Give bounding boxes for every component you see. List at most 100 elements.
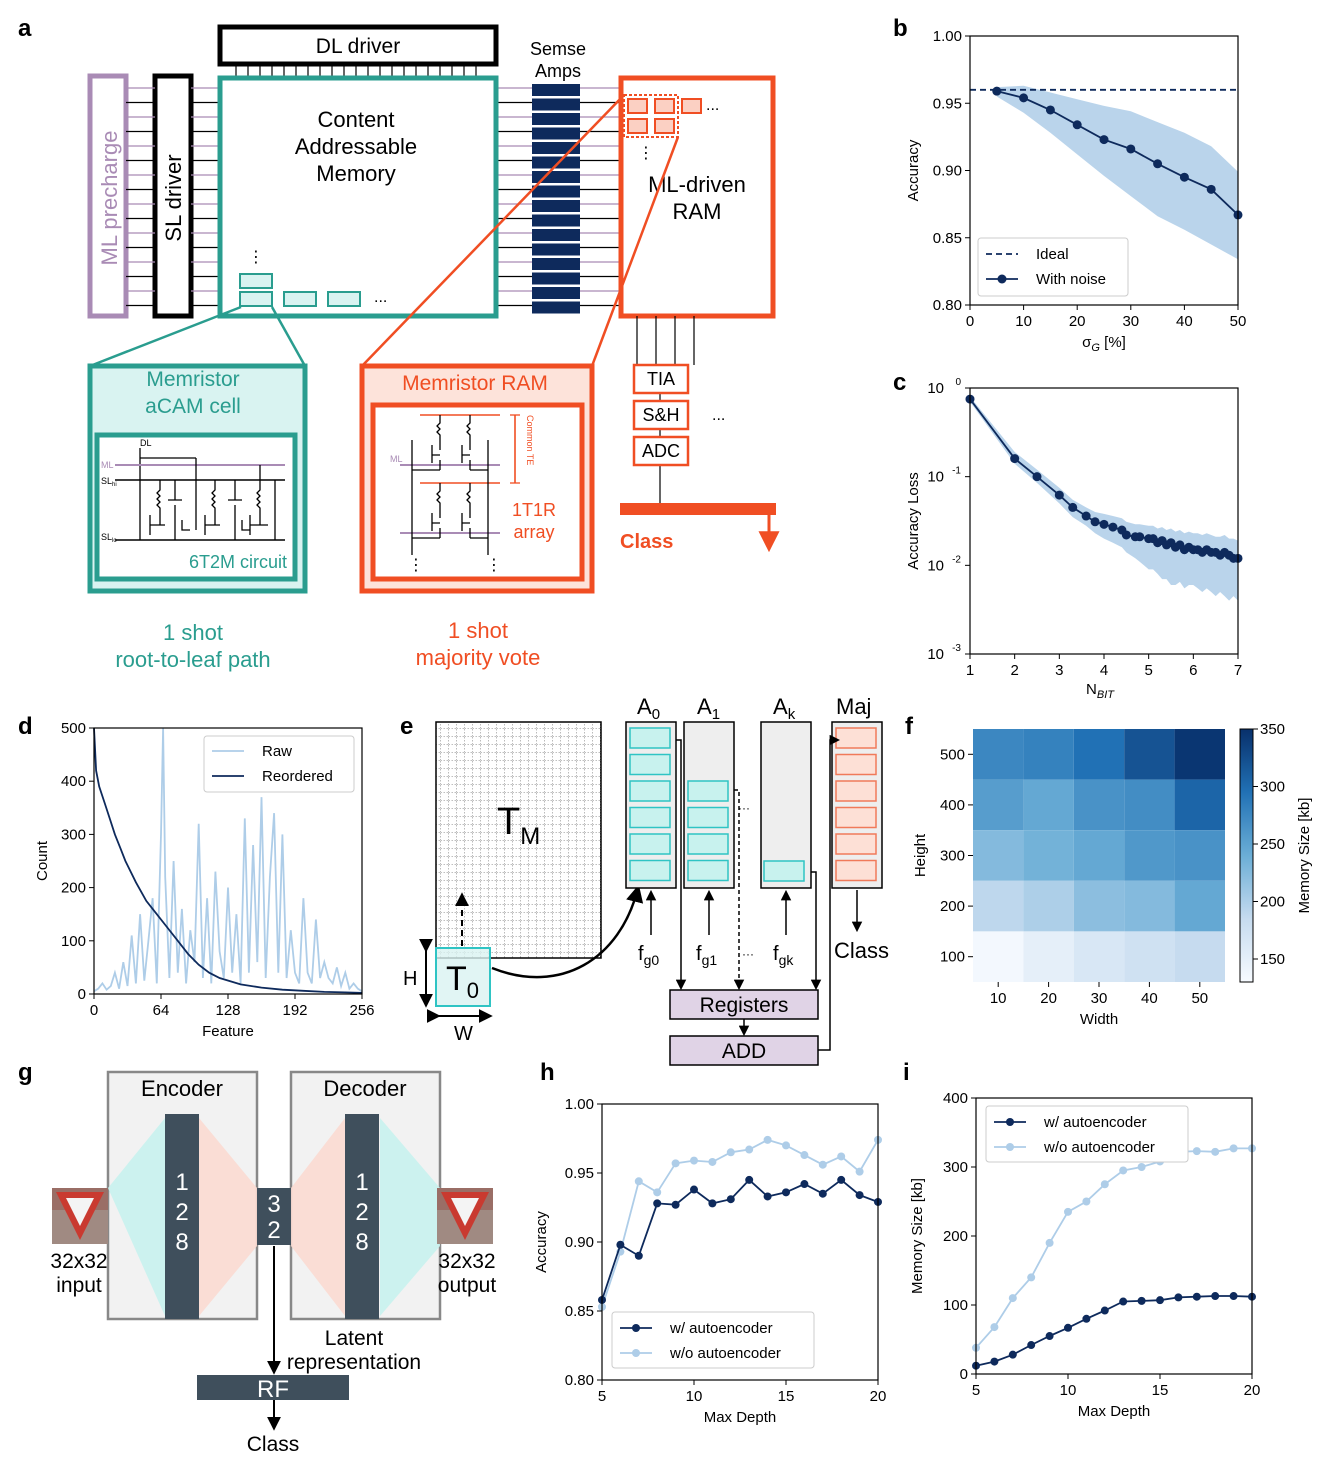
heatmap-cell [1023, 931, 1074, 982]
x-tick-label: 64 [153, 1002, 170, 1019]
zoom-line-ram [361, 94, 625, 367]
adc-box [632, 435, 690, 467]
legend-label: Raw [262, 743, 292, 760]
zoom-line-cam [270, 306, 307, 367]
x-tick-label: 50 [1230, 313, 1247, 330]
panel-label-i: i [903, 1059, 910, 1086]
acam-title-1: Memristor [146, 368, 239, 391]
data-point [1100, 1306, 1109, 1315]
acam-title-2: aCAM cell [145, 395, 241, 418]
class-label: Class [620, 531, 673, 553]
data-point [818, 1189, 827, 1198]
x-tick-label: 10 [990, 990, 1007, 1007]
data-point [671, 1200, 680, 1209]
legend-label: w/o autoencoder [1043, 1139, 1155, 1156]
panel-label-f: f [905, 713, 914, 740]
tia-box [632, 363, 690, 395]
ram-cell [654, 118, 675, 134]
y-tick-label: 0.90 [565, 1234, 594, 1251]
heatmap-cell [1174, 880, 1225, 932]
data-point [1008, 1294, 1017, 1303]
data-point [745, 1145, 754, 1154]
sh-label: S&H [642, 405, 679, 425]
e-arrows [645, 734, 863, 1051]
data-point [1099, 135, 1109, 145]
fg0-label: fg0 [638, 943, 659, 968]
y-tick-label: 500 [940, 746, 965, 763]
sense-amps-label-2: Amps [535, 61, 581, 81]
ram-label-2: RAM [673, 199, 722, 224]
data-point [1032, 472, 1042, 482]
a0-cell [629, 727, 671, 749]
x-tick-label: 30 [1091, 990, 1108, 1007]
y-tick-label: 400 [940, 797, 965, 814]
decoder-fan-in [291, 1118, 345, 1316]
x-tick-label: 0 [90, 1002, 98, 1019]
y-tick-label: 400 [61, 773, 86, 790]
data-point [653, 1199, 662, 1208]
x-tick-label: 20 [870, 1388, 887, 1405]
x-tick-label: 2 [1010, 662, 1018, 679]
series-line [975, 1147, 1252, 1349]
a0-label: A0 [637, 694, 660, 723]
heatmap-cell [1174, 729, 1225, 780]
y-tick-exponent: -3 [952, 643, 961, 654]
data-point [1019, 93, 1029, 103]
x-tick-label: 256 [349, 1002, 374, 1019]
y-axis-label: Accuracy [533, 1211, 550, 1273]
y-tick-label: 500 [61, 720, 86, 737]
data-point [1100, 1180, 1109, 1189]
acam-sllo-label: SLlo [101, 532, 117, 544]
data-point [1211, 1292, 1220, 1301]
panel-labels: a b c d e f g h i [18, 15, 914, 1086]
mram-ml-label: ML [390, 454, 403, 464]
y-tick-label: 200 [943, 1228, 968, 1245]
x-tick-label: 3 [1055, 662, 1063, 679]
heatmap-cell [973, 729, 1024, 780]
panel-label-h: h [540, 1059, 555, 1086]
sense-amps-label-1: Semse [530, 39, 586, 59]
x-tick-label: 6 [1189, 662, 1197, 679]
data-point [1153, 159, 1163, 169]
heatmap-cell [973, 779, 1024, 831]
maj-cell [835, 833, 877, 855]
data-point [1008, 1350, 1017, 1359]
legend-marker [632, 1349, 640, 1357]
ak-label: Ak [773, 694, 796, 723]
cam-cell [239, 291, 273, 307]
x-tick-label: 1 [966, 662, 974, 679]
maj-cell [835, 727, 877, 749]
acam-ml-label: ML [101, 460, 114, 470]
data-point [1010, 454, 1020, 464]
y-tick-label: 0.85 [565, 1303, 594, 1320]
sense-amp [532, 214, 580, 227]
series-line-with-noise [996, 90, 1239, 216]
sense-amps [532, 84, 580, 314]
decoder-layer [345, 1114, 379, 1319]
ram-box [618, 75, 776, 319]
add-label: ADD [722, 1040, 766, 1063]
heatmap-cell [1023, 830, 1074, 881]
class-bus [620, 503, 776, 515]
cam-label-1: Content [317, 107, 394, 132]
latent-layer [257, 1188, 291, 1245]
legend-marker [1006, 1118, 1014, 1126]
colorbar-tick-label: 350 [1260, 721, 1285, 738]
tia-label: TIA [647, 369, 675, 389]
heatmap-cell [1073, 830, 1125, 881]
data-point [1054, 490, 1064, 500]
data-point [1045, 1238, 1054, 1247]
data-point [782, 1188, 790, 1197]
data-point [1119, 1297, 1128, 1306]
x-tick-label: 10 [686, 1388, 703, 1405]
encoder-label: Encoder [141, 1076, 223, 1101]
legend-box [611, 1311, 815, 1369]
y-tick-exponent: 0 [955, 377, 961, 388]
readout-ellipsis: ... [712, 407, 725, 424]
adc-label: ADC [642, 441, 680, 461]
colorbar-tick-label: 150 [1260, 951, 1285, 968]
